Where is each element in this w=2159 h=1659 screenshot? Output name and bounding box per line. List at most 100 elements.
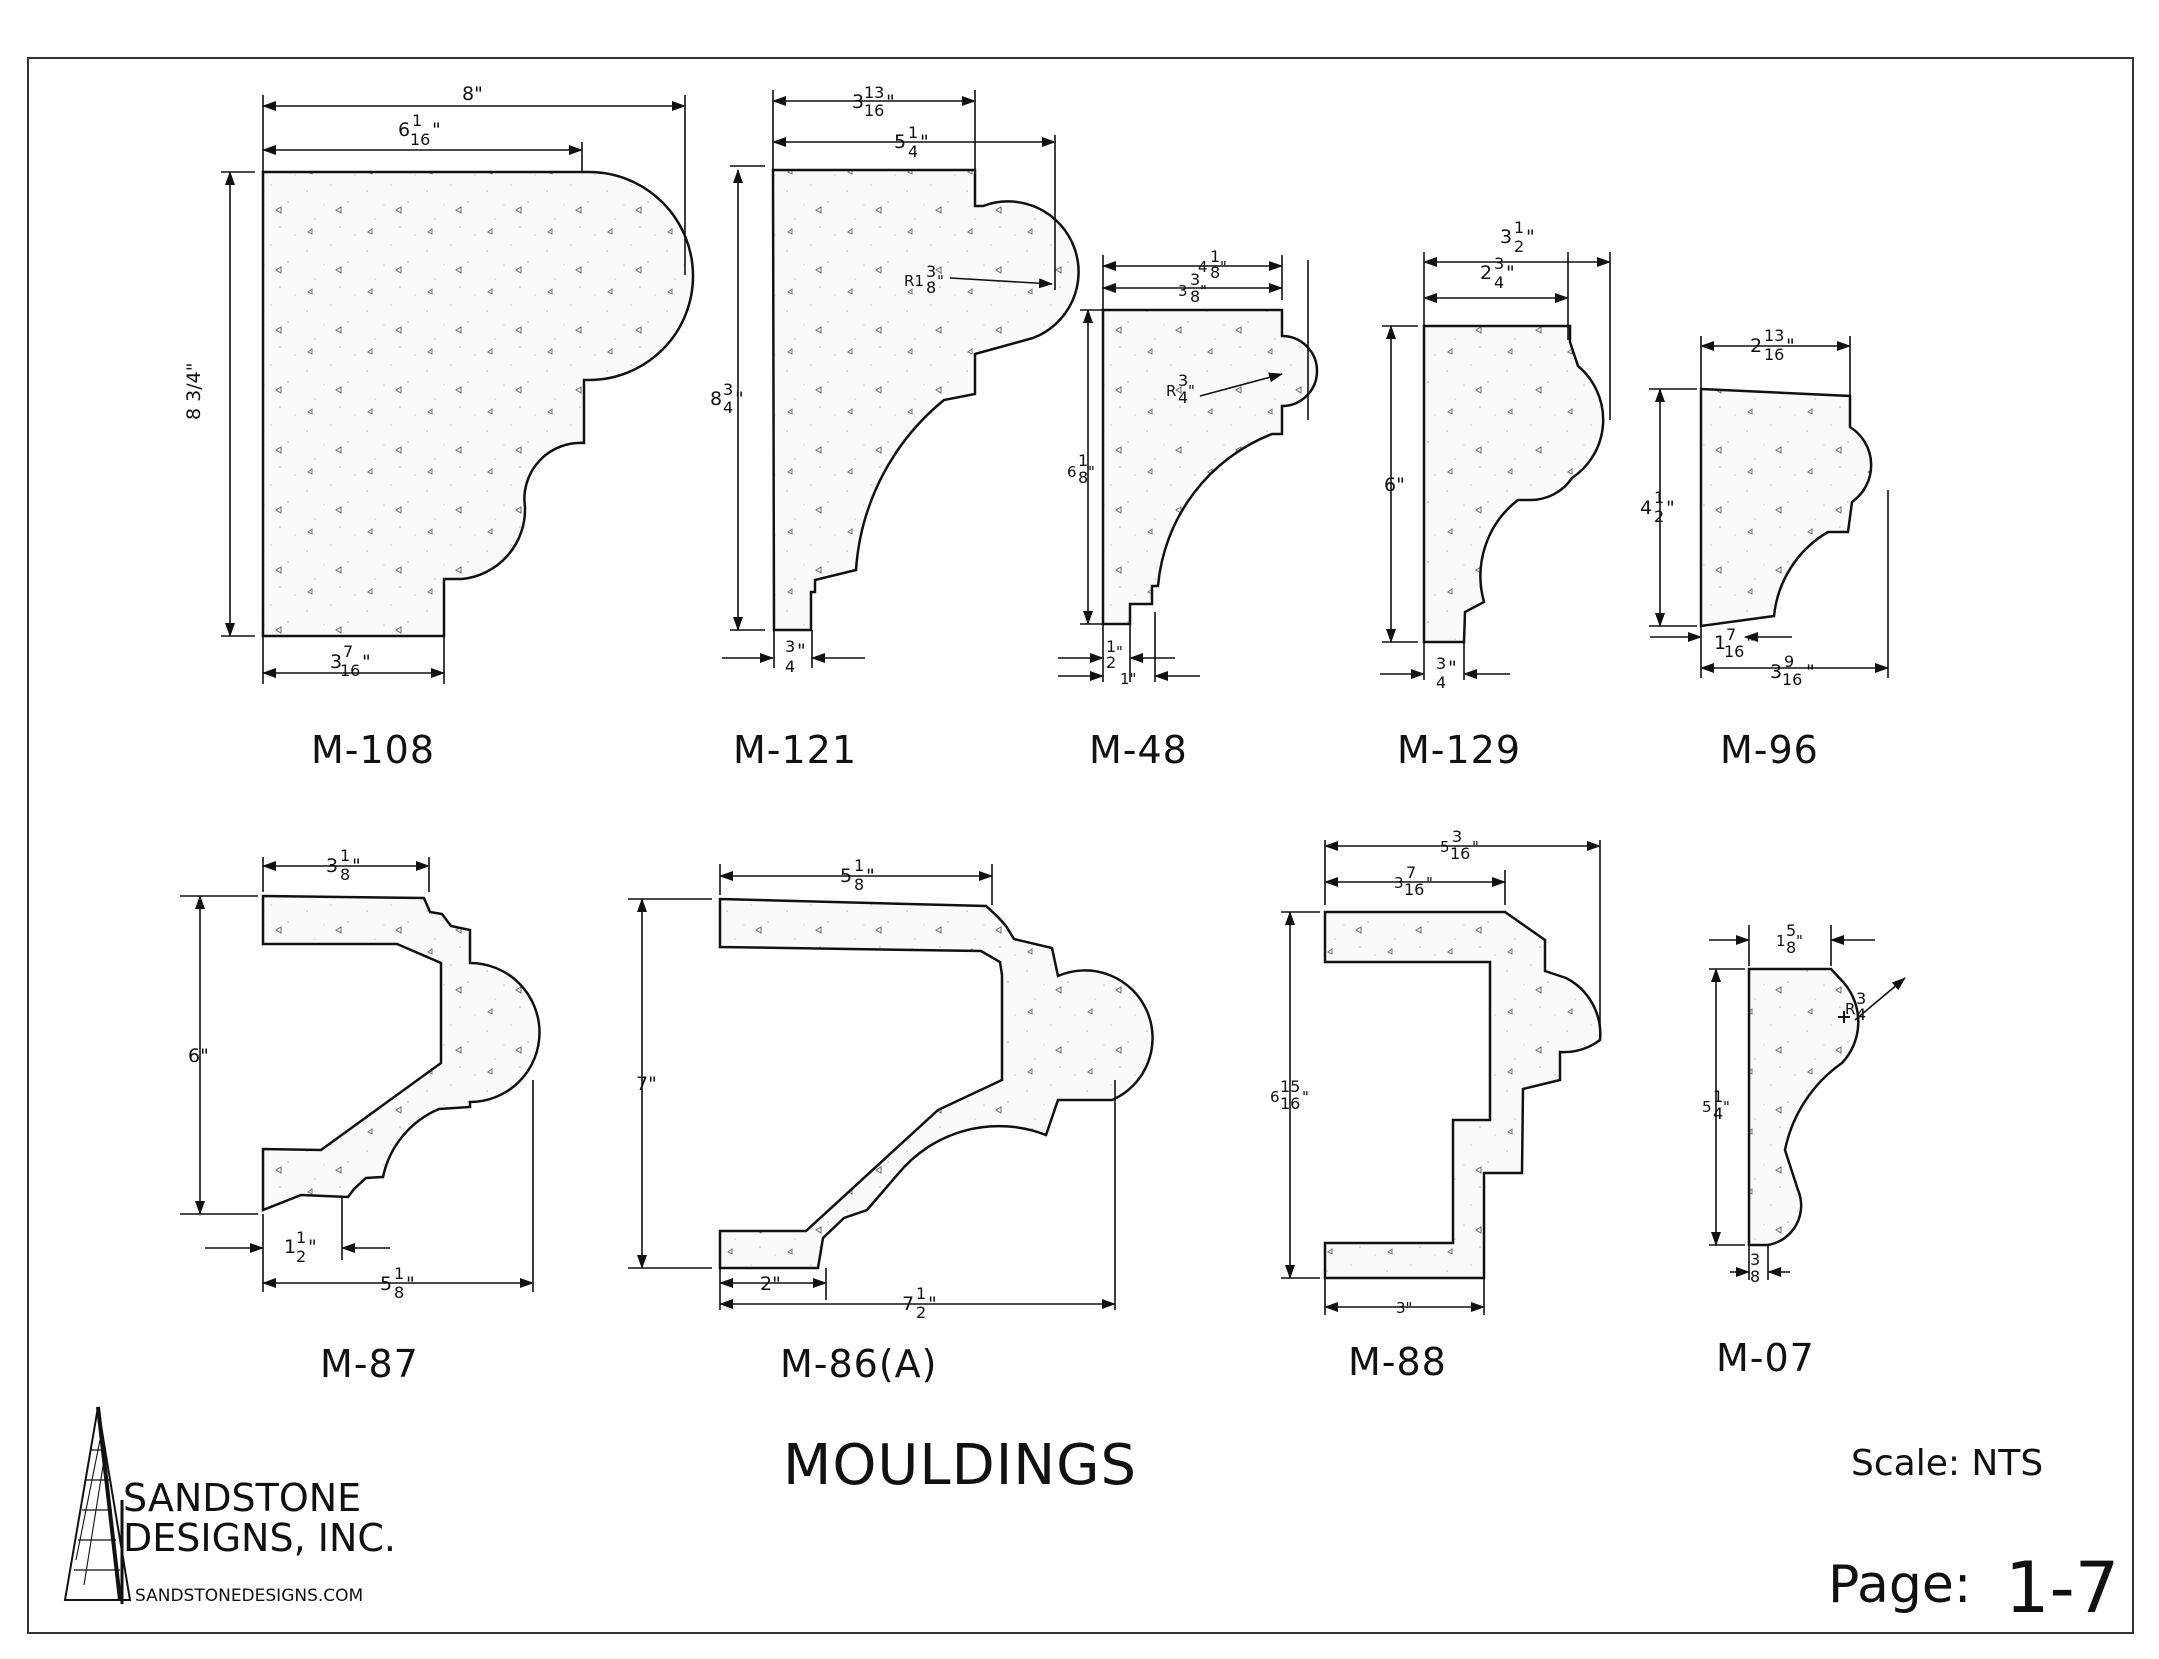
label-m86a: M-86(A): [780, 1342, 938, 1386]
svg-text:1: 1: [916, 1284, 926, 1303]
svg-text:16: 16: [340, 661, 360, 680]
svg-text:5: 5: [840, 865, 852, 887]
profile-m96: [1699, 387, 1873, 628]
svg-text:4: 4: [1640, 497, 1652, 519]
svg-text:2: 2: [1654, 507, 1664, 526]
svg-text:4: 4: [1713, 1104, 1723, 1123]
svg-text:3: 3: [1394, 874, 1404, 892]
svg-text:": ": [406, 1273, 415, 1295]
m108-dim-inner: 6: [398, 119, 410, 141]
label-m129: M-129: [1397, 728, 1522, 772]
svg-text:3: 3: [1770, 661, 1782, 683]
svg-text:1": 1": [1120, 670, 1136, 688]
svg-text:": ": [1426, 874, 1433, 892]
svg-text:16: 16: [1280, 1094, 1300, 1113]
svg-text:1: 1: [412, 111, 422, 130]
svg-text:1: 1: [1776, 932, 1786, 950]
svg-text:R1: R1: [904, 272, 924, 290]
svg-text:7: 7: [902, 1293, 914, 1315]
svg-text:3": 3": [1396, 1299, 1412, 1317]
company-name-line1: SANDSTONE: [123, 1476, 362, 1520]
svg-text:7": 7": [636, 1073, 657, 1095]
svg-text:3: 3: [926, 262, 936, 281]
svg-text:": ": [886, 91, 895, 113]
svg-text:2: 2: [296, 1247, 306, 1266]
svg-text:7: 7: [1406, 863, 1416, 882]
svg-text:": ": [362, 651, 371, 673]
svg-text:": ": [1116, 643, 1123, 661]
svg-text:3: 3: [1494, 254, 1504, 273]
svg-text:": ": [1723, 1098, 1730, 1116]
m108-dim-width: 8": [462, 83, 483, 105]
svg-text:5: 5: [1702, 1098, 1712, 1116]
svg-text:": ": [1746, 632, 1755, 654]
svg-text:1: 1: [1078, 451, 1088, 470]
svg-text:3: 3: [852, 91, 864, 113]
svg-text:": ": [928, 1293, 937, 1315]
svg-text:5: 5: [894, 131, 906, 153]
svg-text:1: 1: [1654, 488, 1664, 507]
svg-text:": ": [1796, 932, 1803, 950]
svg-text:2: 2: [916, 1303, 926, 1322]
drawing-sheet-border: [27, 57, 2134, 1634]
company-website: SANDSTONEDESIGNS.COM: [135, 1586, 364, 1606]
svg-text:": ": [797, 640, 806, 662]
svg-text:3: 3: [1178, 371, 1188, 390]
svg-text:8: 8: [854, 875, 864, 894]
svg-text:8: 8: [926, 278, 936, 297]
profile-m86a: [718, 897, 1154, 1270]
svg-text:3: 3: [1190, 270, 1200, 289]
svg-text:16: 16: [1724, 642, 1744, 661]
svg-text:5: 5: [380, 1273, 392, 1295]
svg-text:": ": [1472, 838, 1479, 856]
svg-text:1: 1: [340, 846, 350, 865]
label-m07: M-07: [1716, 1336, 1815, 1380]
svg-text:6": 6": [1384, 474, 1405, 496]
svg-text:2: 2: [1480, 262, 1492, 284]
svg-text:4: 4: [785, 657, 795, 676]
svg-text:5: 5: [1786, 921, 1796, 940]
label-m108: M-108: [311, 728, 436, 772]
svg-text:1: 1: [284, 1236, 296, 1258]
svg-text:": ": [1088, 463, 1095, 481]
svg-text:1: 1: [908, 123, 918, 142]
svg-text:1: 1: [1514, 218, 1524, 237]
svg-text:": ": [866, 865, 875, 887]
label-m48: M-48: [1089, 728, 1188, 772]
svg-text:1: 1: [296, 1228, 306, 1247]
svg-text:3: 3: [1436, 654, 1446, 673]
svg-text:16: 16: [1764, 345, 1784, 364]
svg-text:": ": [1448, 657, 1457, 679]
sheet-title: MOULDINGS: [783, 1433, 1138, 1498]
svg-text:5: 5: [1440, 838, 1450, 856]
svg-text:3: 3: [785, 637, 795, 656]
profile-m129: [1422, 324, 1605, 644]
profile-m108: [261, 170, 695, 638]
scale-note: Scale: NTS: [1851, 1443, 2044, 1484]
svg-text:": ": [735, 388, 744, 410]
svg-text:4: 4: [723, 398, 733, 417]
company-name-line2: DESIGNS, INC.: [123, 1516, 396, 1560]
profile-m121: [771, 168, 1080, 632]
svg-text:": ": [1806, 661, 1815, 683]
svg-text:": ": [1188, 382, 1195, 400]
svg-text:4: 4: [1178, 388, 1188, 407]
svg-text:8: 8: [1786, 938, 1796, 957]
company-name: SANDSTONE DESIGNS, INC.: [123, 1478, 396, 1558]
svg-text:4: 4: [1856, 1005, 1866, 1024]
label-m121: M-121: [733, 728, 858, 772]
svg-text:": ": [1666, 497, 1675, 519]
profile-m07: [1747, 967, 1860, 1247]
svg-text:1: 1: [854, 856, 864, 875]
svg-text:13: 13: [1764, 326, 1784, 345]
svg-text:4: 4: [908, 142, 918, 161]
svg-text:3: 3: [1856, 989, 1866, 1008]
svg-text:15: 15: [1280, 1077, 1300, 1096]
svg-text:7: 7: [343, 642, 353, 661]
svg-text:3: 3: [1500, 226, 1512, 248]
profile-m87: [261, 894, 541, 1212]
svg-text:13: 13: [864, 83, 884, 102]
svg-text:4: 4: [1494, 273, 1504, 292]
page-number: 1-7: [2005, 1547, 2120, 1629]
svg-text:1: 1: [394, 1264, 404, 1283]
